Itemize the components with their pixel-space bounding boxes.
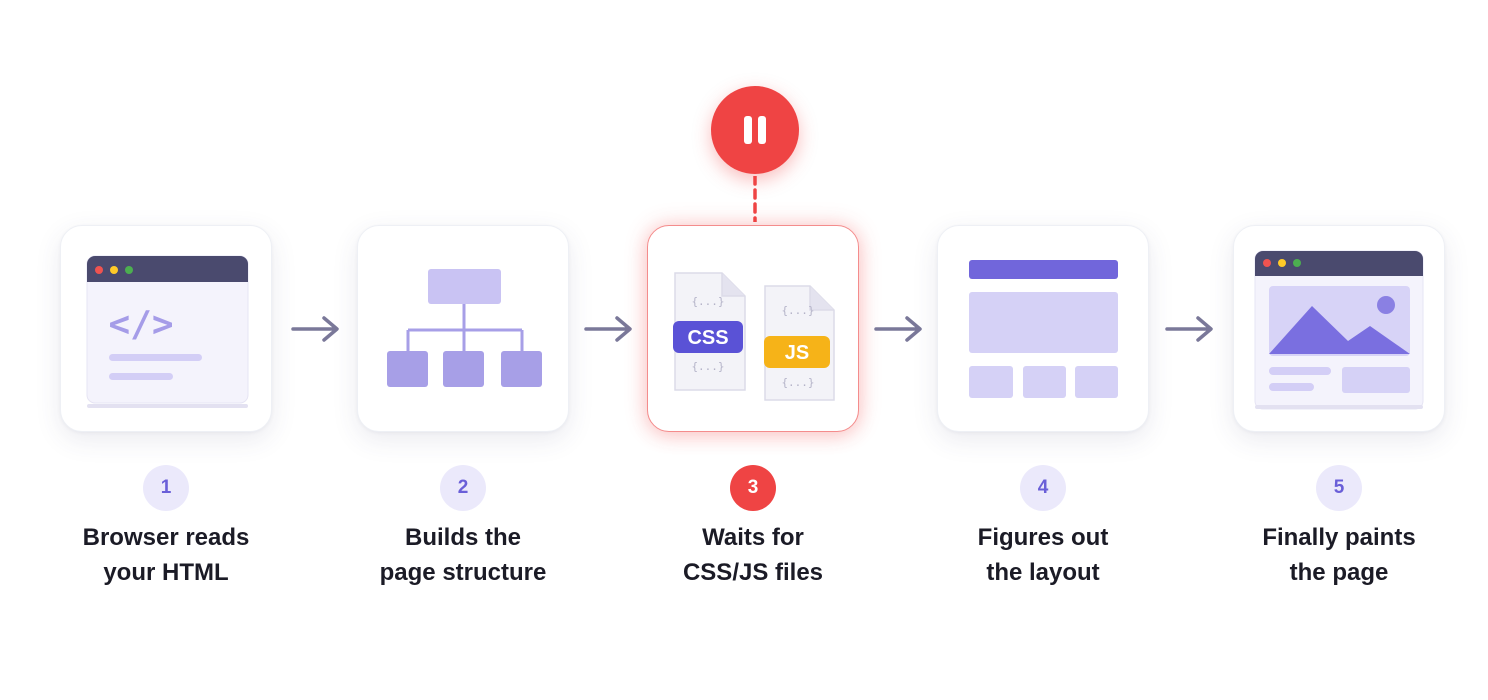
svg-text:{...}: {...}	[781, 304, 814, 317]
tree-structure-icon	[387, 269, 542, 387]
css-file-icon: {...} {...} CSS	[673, 272, 746, 391]
svg-text:{...}: {...}	[691, 295, 724, 308]
step-1-number-badge: 1	[143, 465, 189, 511]
step-3-card: {...} {...} CSS {...} {...} JS	[647, 225, 859, 432]
arrow-right-icon	[874, 316, 922, 342]
css-js-files-icon: {...} {...} CSS {...} {...} JS	[673, 272, 835, 401]
pause-icon	[711, 86, 799, 174]
step-1-card: </>	[60, 225, 272, 432]
browser-code-icon: </>	[86, 255, 249, 408]
painted-page-icon	[1254, 250, 1424, 410]
css-label: CSS	[687, 327, 728, 349]
layout-wireframe-icon	[969, 260, 1118, 398]
step-4-number-badge: 4	[1020, 465, 1066, 511]
step-2-number-badge: 2	[440, 465, 486, 511]
step-5-number-badge: 5	[1316, 465, 1362, 511]
step-4-card	[937, 225, 1149, 432]
arrow-right-icon	[584, 316, 632, 342]
pause-connector-line	[753, 176, 757, 222]
svg-text:</>: </>	[108, 304, 173, 345]
svg-text:{...}: {...}	[781, 376, 814, 389]
svg-text:{...}: {...}	[691, 360, 724, 373]
step-2-card	[357, 225, 569, 432]
step-3-number-badge: 3	[730, 465, 776, 511]
arrow-right-icon	[291, 316, 339, 342]
arrow-right-icon	[1165, 316, 1213, 342]
js-file-icon: {...} {...} JS	[764, 285, 835, 401]
step-5-card	[1233, 225, 1445, 432]
js-label: JS	[785, 342, 809, 364]
